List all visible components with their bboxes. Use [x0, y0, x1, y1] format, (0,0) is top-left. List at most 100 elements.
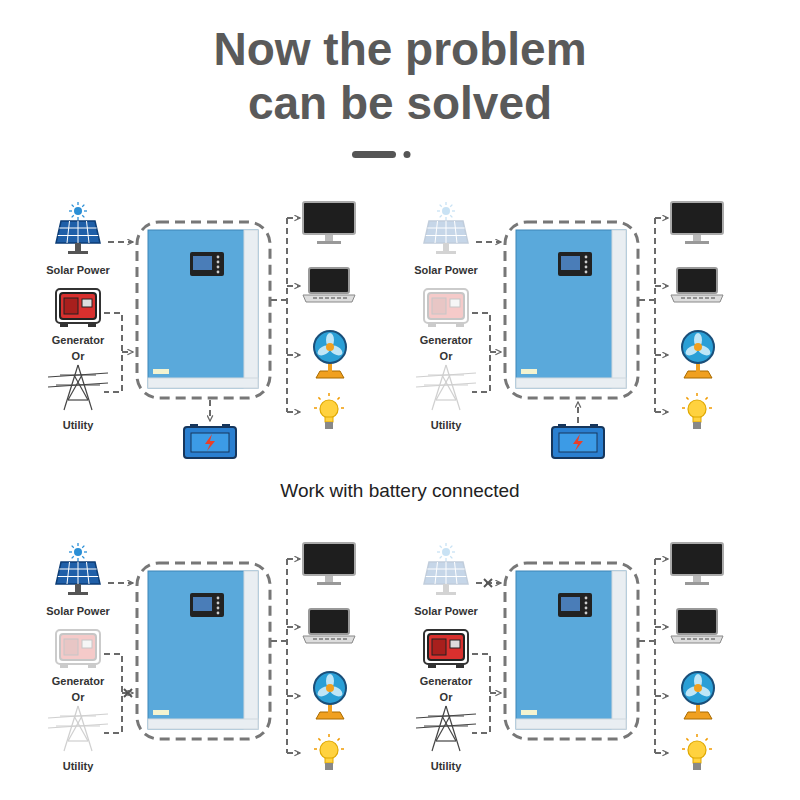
- laptop-key: [711, 638, 715, 640]
- bulb-ray: [709, 407, 712, 409]
- fan-hub: [326, 684, 334, 692]
- tower-strut: [64, 365, 78, 410]
- generator-foot: [428, 323, 436, 327]
- inverter-button: [585, 602, 588, 605]
- grid-sources: [416, 289, 476, 410]
- inverter-button: [217, 271, 220, 274]
- sun-ray: [440, 215, 442, 217]
- tower-strut: [68, 375, 82, 400]
- sun-ray: [84, 210, 87, 211]
- generator-frame: [424, 289, 468, 323]
- fan-head: [314, 672, 346, 704]
- grid-sources: [48, 289, 108, 410]
- tower-strut: [432, 365, 446, 410]
- generator-frame: [424, 630, 468, 664]
- system-boundary: [137, 222, 270, 398]
- monitor-screen: [303, 543, 355, 575]
- generator-foot: [428, 664, 436, 668]
- flow-arrow: [209, 400, 211, 421]
- laptop-key: [319, 297, 323, 299]
- monitor-base: [317, 582, 341, 585]
- inverter-display: [193, 256, 212, 270]
- tower-strut: [78, 365, 92, 410]
- laptop-base: [303, 295, 355, 302]
- system-boundary: [505, 563, 638, 739]
- sun-ray: [82, 215, 84, 217]
- bulb-neck: [693, 758, 701, 763]
- panel-grid: [455, 562, 458, 584]
- sun-ray: [72, 215, 74, 217]
- sun: [442, 207, 450, 215]
- bulb-ray: [682, 407, 685, 409]
- inverter-side: [244, 571, 258, 729]
- bulb-ray: [314, 748, 317, 750]
- laptop-key: [313, 638, 317, 640]
- mode-caption: Work with battery connected: [276, 480, 523, 502]
- blocked-mark: [124, 689, 132, 697]
- bulb-ray: [341, 748, 344, 750]
- battery-face: [191, 433, 229, 452]
- panel-grid: [58, 576, 98, 577]
- solar-icon: [424, 202, 468, 254]
- panel-grid: [78, 562, 79, 584]
- bulb-glass: [688, 400, 706, 418]
- panel-grid: [427, 228, 464, 229]
- inverter-bottom: [516, 378, 626, 388]
- laptop-screen: [677, 268, 717, 293]
- bulb-glass: [688, 741, 706, 759]
- source-label: Or: [72, 691, 85, 703]
- monitor-stand: [325, 576, 333, 582]
- sun-ray: [69, 551, 72, 552]
- generator-body: [428, 634, 464, 660]
- generator-frame: [56, 630, 100, 664]
- page-title: Now the problem can be solved: [190, 22, 610, 130]
- monitor-stand: [693, 235, 701, 241]
- sun-ray: [445, 217, 446, 220]
- laptop-key: [693, 297, 697, 299]
- inverter-sticker: [521, 369, 537, 374]
- bulb-base: [325, 763, 333, 770]
- sun: [74, 207, 82, 215]
- grid-sources: [48, 630, 108, 751]
- flow-arrow: [490, 351, 501, 353]
- title-dash: [352, 151, 396, 158]
- tower-strut: [68, 716, 82, 741]
- tower-strut: [78, 706, 92, 751]
- source-label: Solar Power: [414, 264, 478, 276]
- generator-body: [60, 634, 96, 660]
- bulb-glass: [320, 400, 338, 418]
- laptop-key: [687, 297, 691, 299]
- panel-grid: [435, 562, 438, 584]
- blocked-mark: [484, 579, 492, 587]
- inverter-sticker: [521, 710, 537, 715]
- sun-ray: [84, 551, 87, 552]
- flow-arrow: [655, 695, 668, 697]
- inverter-body: [148, 230, 258, 388]
- flow-arrow: [655, 285, 668, 287]
- bulb-ray: [328, 734, 330, 737]
- panel: [48, 202, 355, 458]
- inverter-display: [561, 597, 580, 611]
- inverter-sticker: [153, 710, 169, 715]
- blocked-mark: [484, 579, 492, 587]
- sun-ray: [450, 556, 452, 558]
- flow-arrow: [287, 285, 300, 287]
- generator-panel: [82, 299, 92, 307]
- generator-foot: [60, 664, 68, 668]
- sun-ray: [72, 546, 74, 548]
- inverter-side: [244, 230, 258, 388]
- laptop-base: [671, 636, 723, 643]
- tower-strut: [48, 373, 108, 377]
- generator-foot: [456, 323, 464, 327]
- tower-strut: [64, 706, 78, 751]
- wire: [639, 640, 655, 642]
- bulb-ray: [318, 738, 320, 740]
- bulb-base: [693, 763, 701, 770]
- inverter-body: [148, 571, 258, 729]
- monitor-screen: [671, 543, 723, 575]
- laptop-key: [681, 297, 685, 299]
- bulb-ray: [686, 738, 688, 740]
- inverter-button: [217, 607, 220, 610]
- sun-ray: [445, 202, 446, 205]
- blocked-mark: [124, 689, 132, 697]
